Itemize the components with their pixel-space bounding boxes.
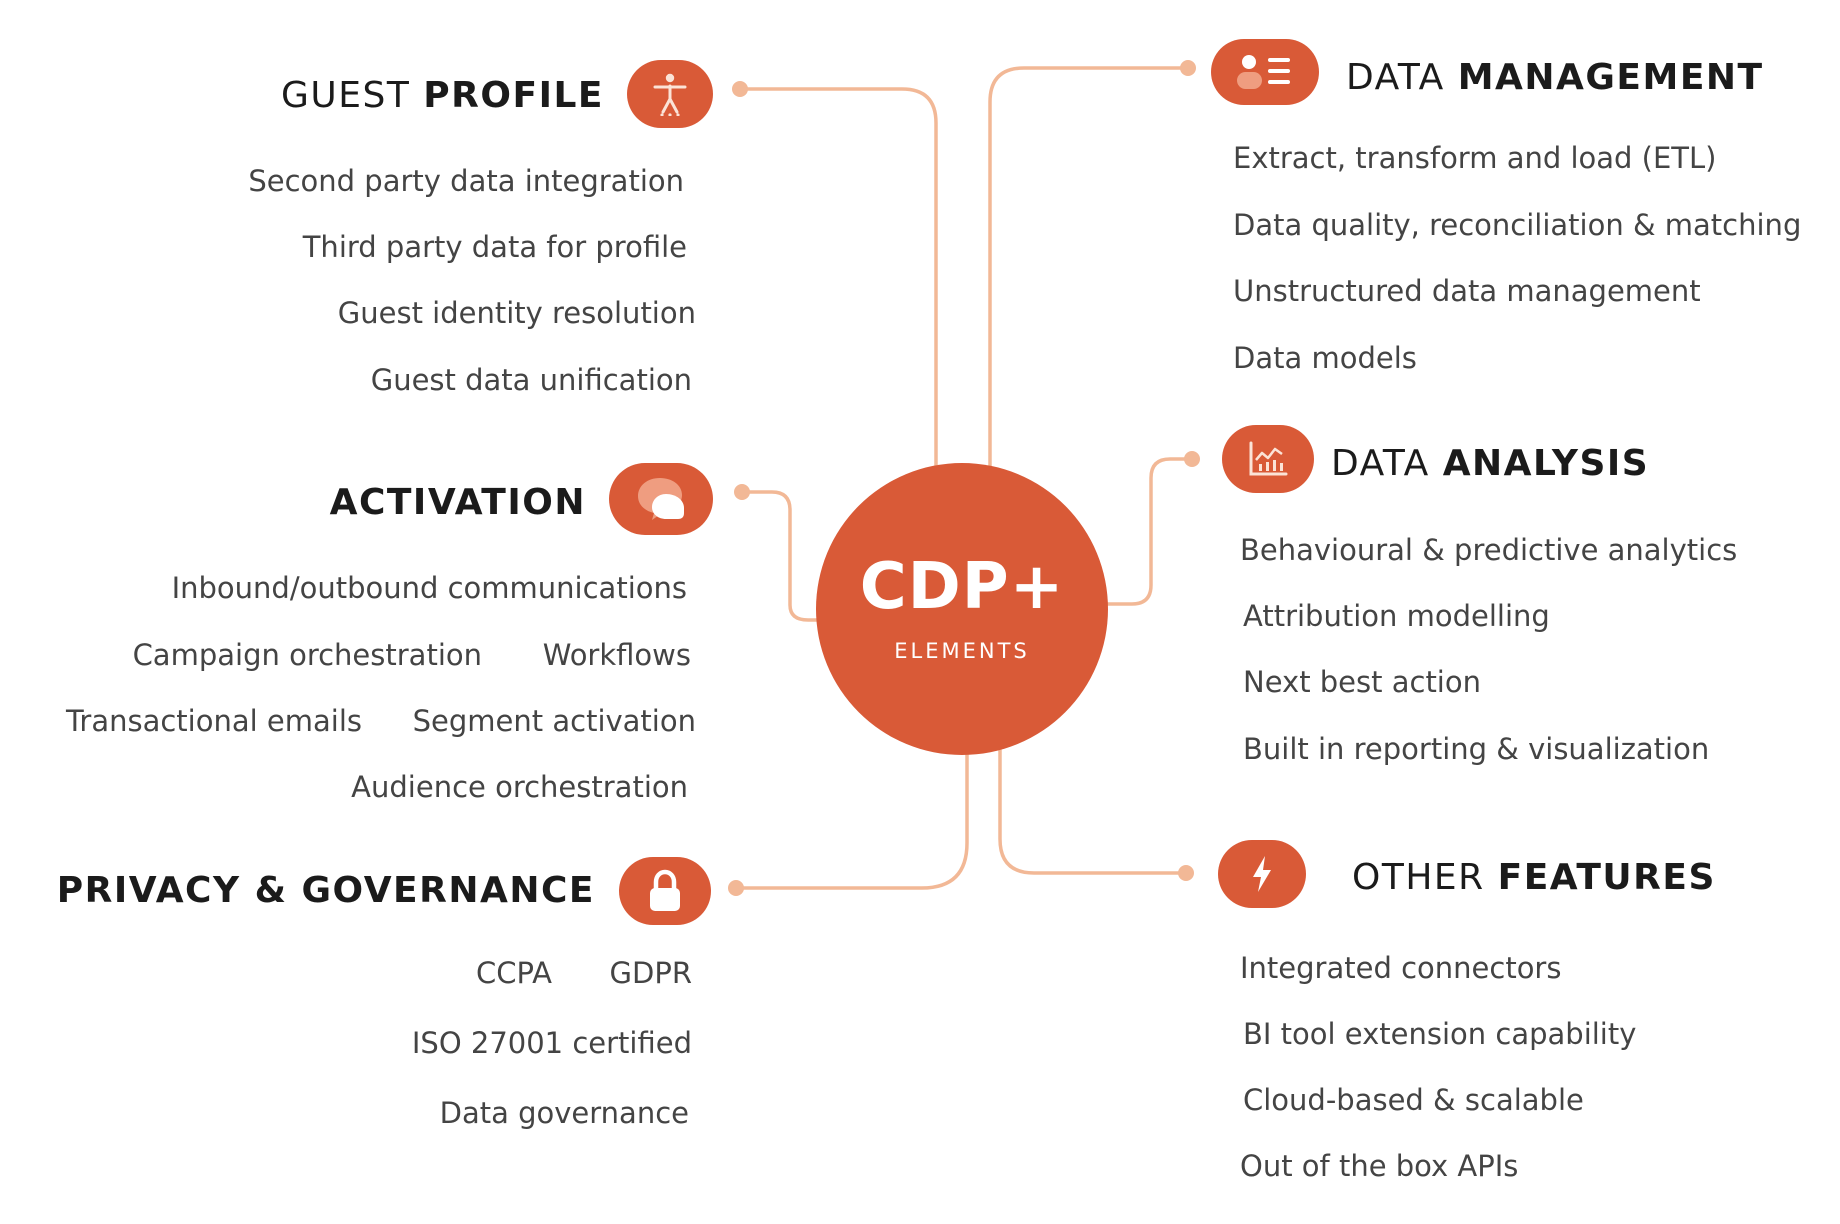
data-analysis-item: Built in reporting & visualization — [1243, 732, 1710, 766]
hub-title: CDP+ — [859, 550, 1065, 624]
privacy-item: CCPA — [476, 956, 552, 990]
connector-dot-activation — [734, 484, 750, 500]
guest-profile-item: Third party data for profile — [302, 230, 687, 264]
activation-badge — [609, 463, 713, 535]
connector-data-analysis — [1106, 457, 1194, 606]
hub-subtitle: ELEMENTS — [894, 639, 1030, 663]
guest-profile-item: Guest data unification — [370, 363, 692, 397]
activation-item: Inbound/outbound communications — [171, 571, 687, 605]
activation-item: Audience orchestration — [351, 770, 688, 804]
connector-data-management — [988, 66, 1190, 469]
activation-heading: ACTIVATION — [329, 482, 586, 523]
cdp-hub: CDP+ ELEMENTS — [816, 463, 1108, 755]
connector-dot-data-management — [1180, 60, 1196, 76]
data-management-heading: DATA MANAGEMENT — [1346, 57, 1764, 98]
activation-item: Transactional emails — [65, 704, 362, 738]
data-analysis-item: Next best action — [1243, 665, 1481, 699]
connector-privacy — [734, 750, 969, 890]
list-icon — [1237, 55, 1290, 89]
connector-activation — [740, 490, 822, 622]
guest-profile-badge — [627, 60, 713, 128]
other-features-item: Out of the box APIs — [1240, 1149, 1519, 1183]
activation-item: Segment activation — [412, 704, 696, 738]
connector-dot-guest-profile — [732, 81, 748, 97]
chat-bubbles-icon — [638, 478, 684, 520]
lock-icon — [650, 869, 680, 911]
data-management-badge — [1211, 39, 1319, 105]
data-analysis-heading: DATA ANALYSIS — [1331, 443, 1650, 484]
privacy-item: GDPR — [609, 956, 692, 990]
lightning-bolt-icon — [1253, 856, 1271, 892]
other-features-badge — [1218, 840, 1306, 908]
chart-icon — [1249, 441, 1288, 476]
connector-other-features — [998, 748, 1188, 875]
data-analysis-item: Behavioural & predictive analytics — [1240, 533, 1738, 567]
privacy-heading: PRIVACY & GOVERNANCE — [56, 870, 595, 911]
guest-profile-item: Second party data integration — [248, 164, 684, 198]
other-features-item: Cloud-based & scalable — [1243, 1083, 1584, 1117]
privacy-badge — [619, 857, 711, 925]
privacy-item: Data governance — [439, 1096, 689, 1130]
connector-dot-other-features — [1178, 865, 1194, 881]
data-management-item: Extract, transform and load (ETL) — [1233, 141, 1717, 175]
activation-item: Workflows — [542, 638, 691, 672]
other-features-heading: OTHER FEATURES — [1352, 857, 1716, 898]
connector-guest-profile — [738, 87, 938, 472]
guest-profile-heading: GUEST PROFILE — [280, 75, 604, 116]
data-management-item: Data models — [1233, 341, 1417, 375]
data-management-item: Unstructured data management — [1233, 274, 1701, 308]
guest-profile-item: Guest identity resolution — [337, 296, 696, 330]
data-analysis-item: Attribution modelling — [1243, 599, 1550, 633]
connector-dot-data-analysis — [1184, 451, 1200, 467]
privacy-item: ISO 27001 certified — [411, 1026, 692, 1060]
connector-dot-privacy — [728, 880, 744, 896]
activation-item: Campaign orchestration — [132, 638, 482, 672]
data-management-item: Data quality, reconciliation & matching — [1233, 208, 1802, 242]
other-features-item: Integrated connectors — [1240, 951, 1562, 985]
other-features-item: BI tool extension capability — [1243, 1017, 1637, 1051]
data-analysis-badge — [1222, 425, 1314, 493]
person-accessibility-icon — [653, 73, 687, 116]
